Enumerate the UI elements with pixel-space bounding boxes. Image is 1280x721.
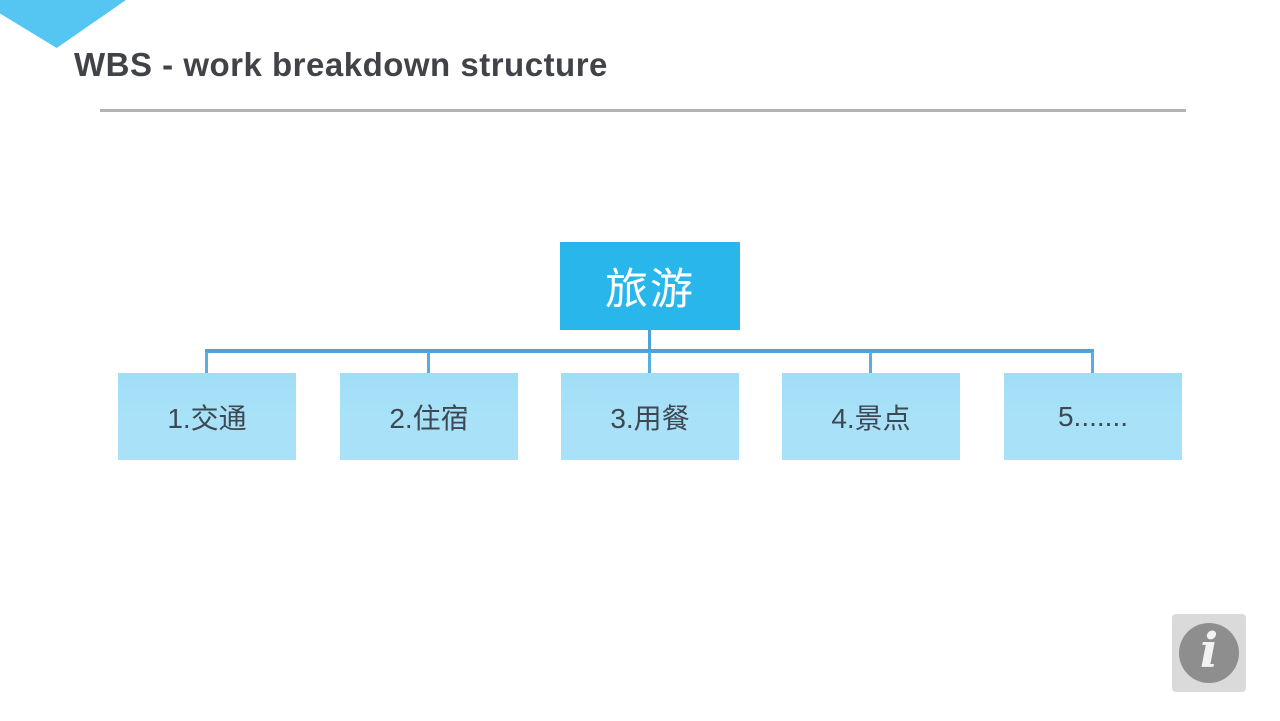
tree-node-accommodation: 2.住宿 (340, 373, 518, 460)
connector-drop-1 (205, 352, 208, 373)
connector-root-drop (648, 330, 651, 351)
info-icon-glyph: i (1199, 623, 1219, 679)
info-logo-badge: i (1172, 614, 1246, 692)
corner-ribbon (0, 0, 126, 48)
tree-node-etc: 5....... (1004, 373, 1182, 460)
connector-drop-2 (427, 352, 430, 373)
page-title: WBS - work breakdown structure (74, 46, 608, 83)
tree-node-label: 1.交通 (167, 402, 247, 434)
tree-node-label: 5....... (1057, 400, 1129, 432)
tree-node-attractions: 4.景点 (782, 373, 960, 460)
connector-drop-3 (648, 352, 651, 373)
tree-node-label: 2.住宿 (389, 402, 469, 434)
connector-drop-4 (869, 352, 872, 373)
tree-node-root-label: 旅游 (605, 266, 695, 314)
info-icon: i (1179, 623, 1239, 683)
connector-horizontal-bus (205, 349, 1094, 353)
connector-drop-5 (1091, 352, 1094, 373)
tree-node-root: 旅游 (560, 242, 740, 330)
tree-node-label: 3.用餐 (610, 402, 690, 434)
tree-node-transportation: 1.交通 (118, 373, 296, 460)
title-divider (100, 109, 1186, 112)
tree-node-label: 4.景点 (831, 402, 911, 434)
tree-node-dining: 3.用餐 (561, 373, 739, 460)
